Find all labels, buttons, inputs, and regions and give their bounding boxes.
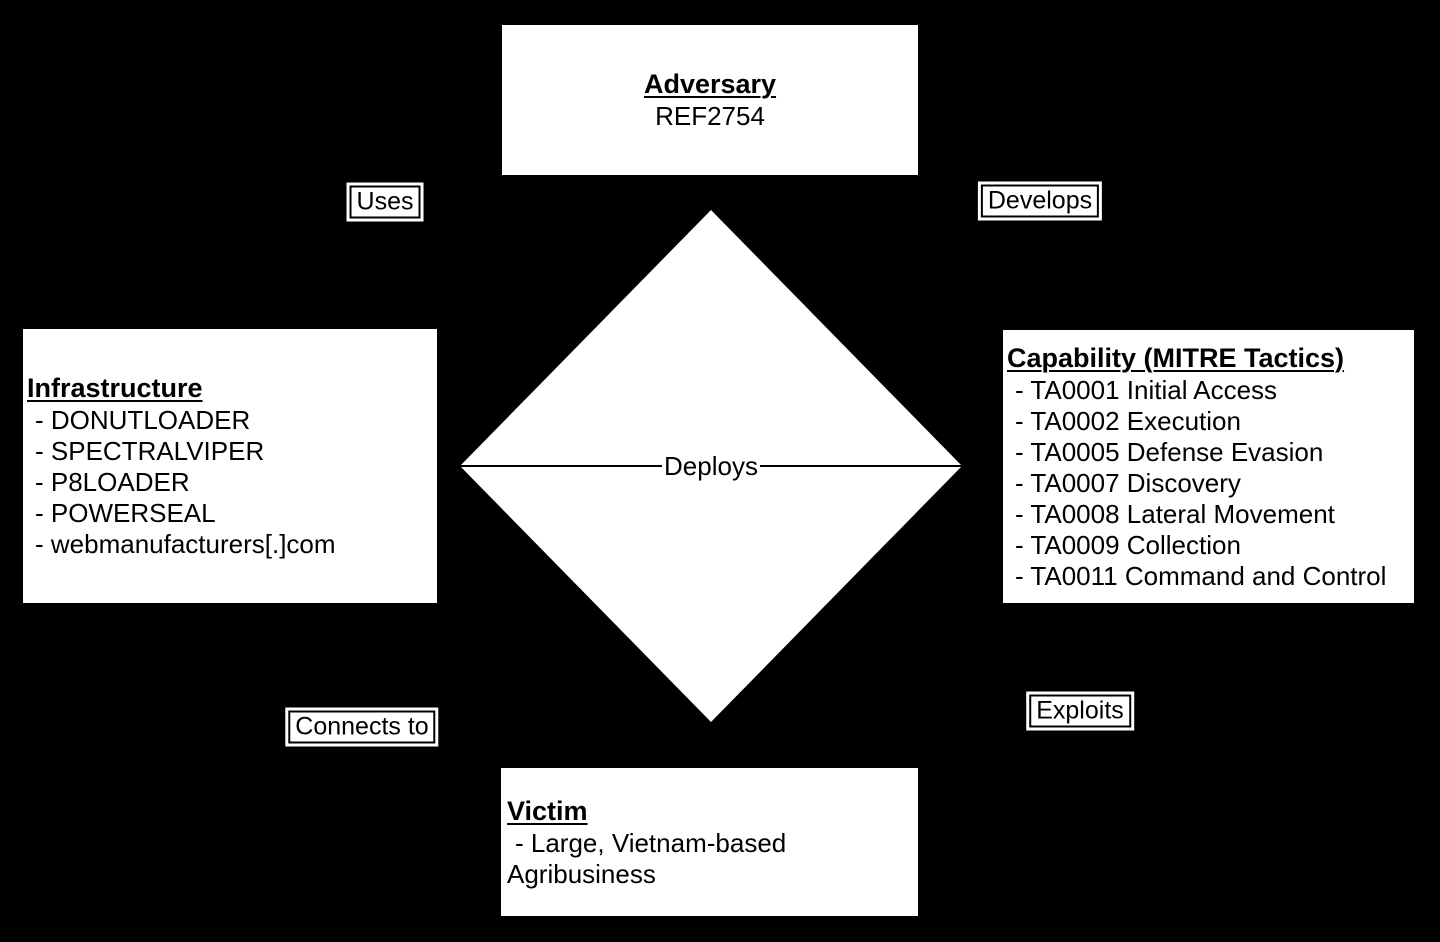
- infrastructure-item: - POWERSEAL: [35, 498, 216, 528]
- infrastructure-item: - SPECTRALVIPER: [35, 436, 265, 466]
- capability-item: - TA0009 Collection: [1015, 529, 1241, 560]
- capability-item: - TA0002 Execution: [1015, 405, 1241, 436]
- infrastructure-item: - webmanufacturers[.]com: [35, 529, 336, 559]
- capability-item: - TA0011 Command and Control: [1015, 560, 1387, 591]
- node-victim: Victim - Large, Vietnam-based Agribusine…: [501, 768, 918, 916]
- edge-label-uses: Uses: [349, 185, 421, 219]
- edge-label-develops: Develops: [980, 184, 1100, 218]
- adversary-reference-id: REF2754: [655, 101, 765, 131]
- capability-item: - TA0005 Defense Evasion: [1015, 436, 1324, 467]
- node-infrastructure: Infrastructure - DONUTLOADER - SPECTRALV…: [23, 329, 437, 603]
- capability-title: Capability (MITRE Tactics): [1007, 342, 1345, 373]
- edge-label-exploits: Exploits: [1029, 694, 1131, 728]
- capability-item: - TA0007 Discovery: [1015, 467, 1241, 498]
- victim-title: Victim: [507, 795, 588, 826]
- capability-item: - TA0008 Lateral Movement: [1015, 498, 1335, 529]
- node-adversary: Adversary REF2754: [502, 25, 918, 175]
- node-capability: Capability (MITRE Tactics) - TA0001 Init…: [1003, 330, 1414, 603]
- adversary-title: Adversary: [643, 69, 777, 99]
- victim-item: - Large, Vietnam-based Agribusiness: [507, 827, 787, 889]
- edge-label-connects-to: Connects to: [288, 710, 436, 744]
- edge-label-deploys: Deploys: [662, 451, 760, 481]
- infrastructure-title: Infrastructure: [27, 373, 203, 403]
- capability-item: - TA0001 Initial Access: [1015, 374, 1278, 405]
- infrastructure-item: - DONUTLOADER: [35, 405, 251, 435]
- infrastructure-item: - P8LOADER: [35, 467, 190, 497]
